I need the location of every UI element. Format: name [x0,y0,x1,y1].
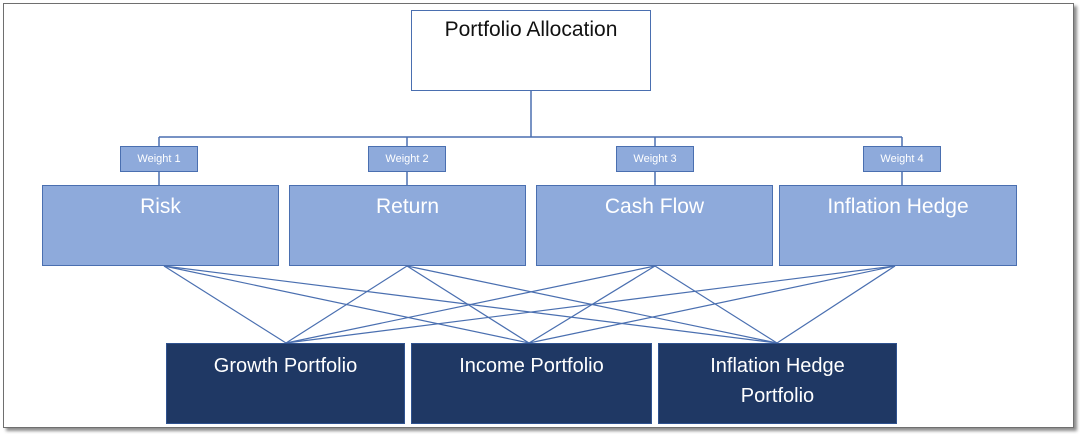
link-cashflow-growth [285,265,656,344]
weight-tag-label: Weight 3 [633,153,677,165]
link-inflationhedge-inflation [776,265,896,344]
weight-tag-4: Weight 4 [863,146,941,172]
portfolio-inflation-hedge: Inflation Hedge Portfolio [658,343,897,424]
criterion-inflation-hedge: Inflation Hedge [779,185,1017,266]
criterion-label: Cash Flow [604,195,705,218]
weight-tag-3: Weight 3 [616,146,694,172]
weight-tag-label: Weight 1 [137,153,181,165]
portfolio-income: Income Portfolio [411,343,652,424]
criterion-label: Return [375,195,440,218]
link-risk-growth [163,265,287,344]
link-inflationhedge-income [528,265,896,344]
criterion-risk: Risk [42,185,279,266]
link-return-growth [285,265,408,344]
criterion-cash-flow: Cash Flow [536,185,773,266]
portfolio-label: Income Portfolio [459,355,604,377]
weight-tag-2: Weight 2 [368,146,446,172]
portfolio-label: Inflation Hedge Portfolio [710,355,845,407]
portfolio-growth: Growth Portfolio [166,343,405,424]
link-inflationhedge-growth [285,265,896,344]
weight-tag-label: Weight 4 [880,153,924,165]
criterion-label: Risk [140,195,181,218]
root-node-label: Portfolio Allocation [444,18,618,41]
portfolio-label: Growth Portfolio [213,355,358,377]
weight-tag-label: Weight 2 [385,153,429,165]
criterion-label: Inflation Hedge [827,195,969,218]
weight-tag-1: Weight 1 [120,146,198,172]
root-node: Portfolio Allocation [411,10,651,91]
criterion-return: Return [289,185,526,266]
link-cashflow-inflation [654,265,778,344]
